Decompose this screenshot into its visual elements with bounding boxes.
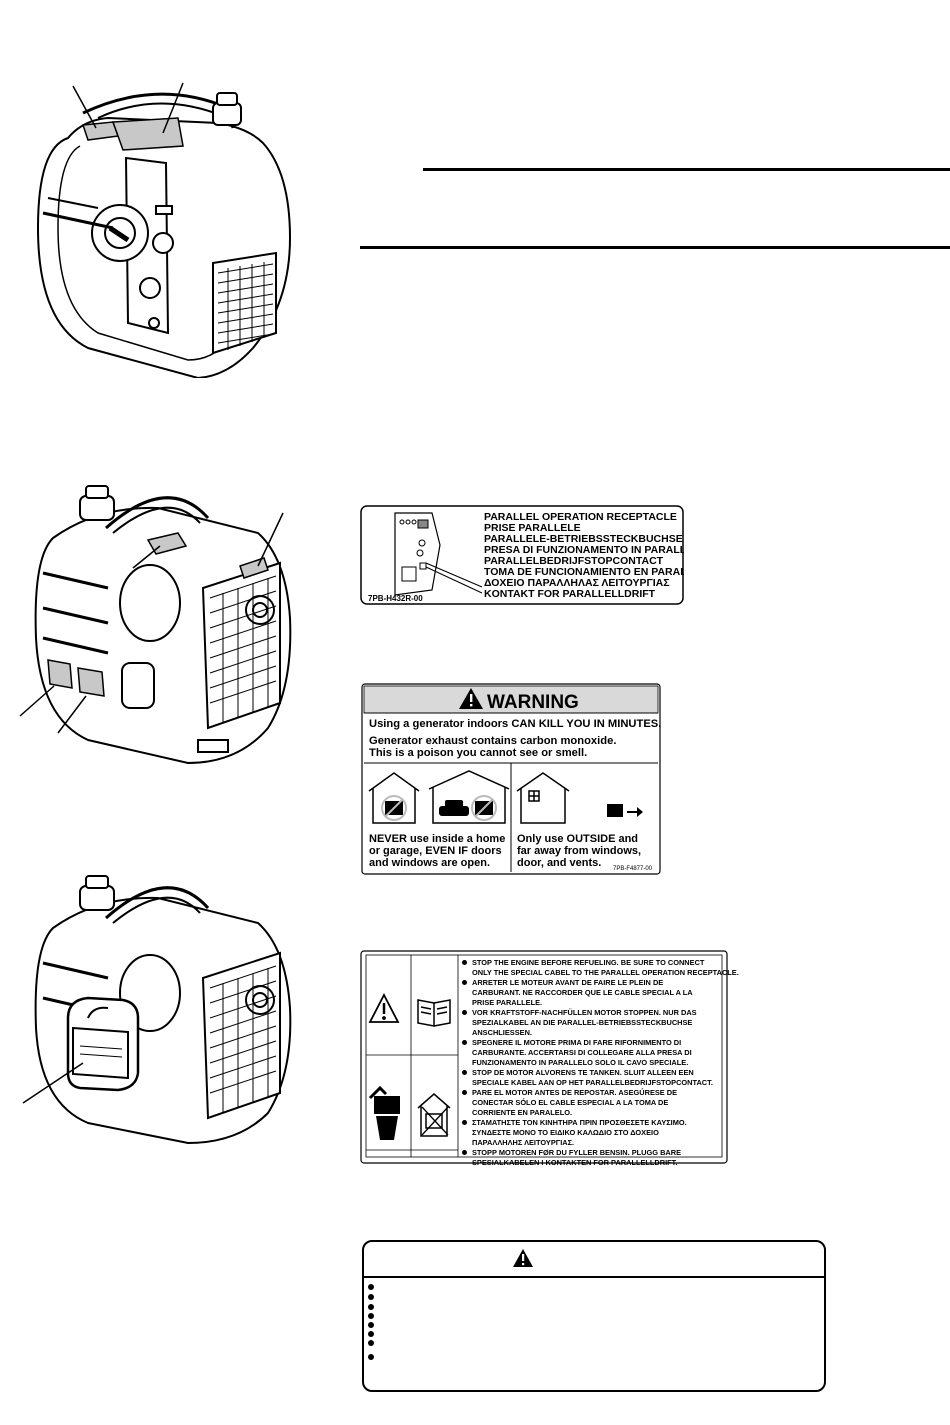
parallel-line: TOMA DE FUNCIONAMIENTO EN PARALELO: [484, 566, 684, 578]
generator-garage-icon: [471, 795, 497, 821]
label-marker-a: [81, 121, 120, 141]
outside-text: Only use OUTSIDE and: [517, 833, 638, 845]
co-warning-label: WARNING Using a generator indoors CAN KI…: [361, 683, 661, 875]
refuel-line: PRISE PARALLELE.: [472, 998, 543, 1007]
caution-bullet-icon: [368, 1284, 374, 1290]
refuel-line: STOP DE MOTOR ALVORENS TE TANKEN. SLUIT …: [472, 1068, 694, 1077]
bullet-icon: [462, 1090, 467, 1095]
refuel-line: ARRETER LE MOTEUR AVANT DE FAIRE LE PLEI…: [472, 978, 664, 987]
parallel-line: PARALLELBEDRIJFSTOPCONTACT: [484, 555, 664, 567]
parallel-line: PARALLELE-BETRIEBSSTECKBUCHSE: [484, 533, 683, 545]
parallel-line: ΔΟΧΕΙΟ ΠΑΡΑΛΛΗΛΑΣ ΛΕΙΤΟΥΡΓΙΑΣ: [484, 577, 670, 589]
refuel-line: STOPP MOTOREN FØR DU FYLLER BENSIN. PLUG…: [472, 1148, 682, 1157]
heading-rule-top: [423, 168, 950, 171]
bullet-icon: [462, 960, 467, 965]
co-warning-code: 7PB-F4877-00: [613, 866, 653, 872]
refuel-item: ΣΤΑΜΑΤΗΣΤΕ ΤΟΝ ΚΙΝΗΤΗΡΑ ΠΡΙΝ ΠΡΟΣΘΕΣΕΤΕ …: [462, 1118, 724, 1148]
refuel-line: CONECTAR SÓLO EL CABLE ESPECIAL A LA TOM…: [472, 1098, 669, 1107]
never-text: and windows are open.: [369, 857, 490, 869]
parallel-receptacle-label: 7PB-H432R-00 PARALLEL OPERATION RECEPTAC…: [360, 505, 684, 605]
warning-triangle-icon: [459, 688, 483, 709]
warning-line-1: Using a generator indoors CAN KILL YOU I…: [369, 718, 661, 730]
generator-front-illustration: [36, 82, 292, 378]
bullet-icon: [462, 1150, 467, 1155]
parallel-line: PARALLEL OPERATION RECEPTACLE: [484, 511, 677, 523]
refuel-item: STOPP MOTOREN FØR DU FYLLER BENSIN. PLUG…: [462, 1148, 724, 1168]
refuel-item: STOP DE MOTOR ALVORENS TE TANKEN. SLUIT …: [462, 1068, 724, 1088]
label-marker-d: [239, 557, 269, 579]
parallel-line: PRESA DI FUNZIONAMENTO IN PARALLELO: [484, 544, 684, 556]
refuel-line: ONLY THE SPECIAL CABEL TO THE PARALLEL O…: [472, 968, 739, 977]
caution-bullet-icon: [368, 1340, 374, 1346]
refuel-line: SPESIALKABELEN I KONTAKTEN FOR PARALLELL…: [472, 1158, 678, 1167]
refuel-item: PARE EL MOTOR ANTES DE REPOSTAR. ASEGÚRE…: [462, 1088, 724, 1118]
generator-side-illustration: [19, 485, 292, 765]
refuel-line: SPEGNERE IL MOTORE PRIMA DI FARE RIFORNI…: [472, 1038, 682, 1047]
refuel-line: CORRIENTE EN PARALELO.: [472, 1108, 573, 1117]
refuel-line: ΠΑΡΑΛΛΗΛΗΣ ΛΕΙΤΟΥΡΓΙΑΣ.: [472, 1138, 575, 1147]
caution-bullet-icon: [368, 1313, 374, 1319]
parallel-line: KONTAKT FOR PARALLELLDRIFT: [484, 588, 656, 600]
manual-book-icon: [417, 999, 451, 1027]
heading-rule-bottom: [360, 246, 950, 249]
refuel-item: VOR KRAFTSTOFF-NACHFÜLLEN MOTOR STOPPEN.…: [462, 1008, 724, 1038]
bullet-icon: [462, 1120, 467, 1125]
refuel-line: VOR KRAFTSTOFF-NACHFÜLLEN MOTOR STOPPEN.…: [472, 1008, 697, 1017]
warning-line-2: Generator exhaust contains carbon monoxi…: [369, 735, 616, 747]
refuel-line: FUNZIONAMENTO IN PARALLELO SOLO IL CAVO …: [472, 1058, 689, 1067]
refuel-line: CARBURANT. NE RACCORDER QUE LE CABLE SPE…: [472, 988, 693, 997]
refuel-line: ANSCHLIESSEN.: [472, 1028, 532, 1037]
refuel-line: CARBURANTE. ACCERTARSI DI COLLEGARE ALLA…: [472, 1048, 692, 1057]
caution-header: [364, 1242, 824, 1278]
car-icon: [439, 800, 469, 816]
warning-header: WARNING: [487, 692, 579, 713]
label-marker-b: [111, 117, 184, 151]
refuel-item: ARRETER LE MOTEUR AVANT DE FAIRE LE PLEI…: [462, 978, 724, 1008]
refuel-line: ΣΤΑΜΑΤΗΣΤΕ ΤΟΝ ΚΙΝΗΤΗΡΑ ΠΡΙΝ ΠΡΟΣΘΕΣΕΤΕ …: [472, 1118, 687, 1127]
caution-bullet-icon: [368, 1322, 374, 1328]
label-marker-e: [47, 659, 73, 689]
warning-line-3: This is a poison you cannot see or smell…: [369, 747, 587, 759]
caution-bullet-icon: [368, 1354, 374, 1360]
house-icon: [368, 772, 420, 824]
refuel-label: [360, 950, 728, 1164]
refuel-line: SPECIALE KABEL AAN OP HET PARALLELBEDRIJ…: [472, 1078, 713, 1087]
refuel-line: SPEZIALKABEL AN DIE PARALLEL-BETRIEBSSTE…: [472, 1018, 693, 1027]
refuel-line: ΣΥΝΔΕΣΤΕ ΜΟΝΟ ΤΟ ΕΙΔΙΚΟ ΚΑΛΩΔΙΟ ΣΤΟ ΔΟΧΕ…: [472, 1128, 659, 1137]
refuel-item: SPEGNERE IL MOTORE PRIMA DI FARE RIFORNI…: [462, 1038, 724, 1068]
garage-icon: [428, 770, 510, 824]
caution-bullet-icon: [368, 1304, 374, 1310]
bullet-icon: [462, 1070, 467, 1075]
caution-triangle-icon: [368, 993, 400, 1023]
refuel-item: STOP THE ENGINE BEFORE REFUELING. BE SUR…: [462, 958, 739, 978]
parallel-line: PRISE PARALLELE: [484, 522, 581, 534]
refuel-line: PARE EL MOTOR ANTES DE REPOSTAR. ASEGÚRE…: [472, 1088, 678, 1097]
caution-bullet-icon: [368, 1294, 374, 1300]
bullet-icon: [462, 1040, 467, 1045]
label-marker-f: [77, 667, 105, 697]
no-indoor-house-icon: [417, 1093, 451, 1137]
never-text: NEVER use inside a home: [369, 833, 505, 845]
bullet-icon: [462, 980, 467, 985]
parallel-label-code: 7PB-H432R-00: [368, 594, 423, 603]
house-outside-icon: [516, 772, 570, 824]
caution-header-icon: [513, 1249, 533, 1267]
parallel-label-lines: PARALLEL OPERATION RECEPTACLE PRISE PARA…: [484, 511, 684, 600]
outside-text: far away from windows,: [517, 845, 641, 857]
caution-bullet-icon: [368, 1331, 374, 1337]
generator-panel-illustration: [22, 875, 292, 1145]
generator-outside-icon: [607, 804, 643, 817]
refuel-line: STOP THE ENGINE BEFORE REFUELING. BE SUR…: [472, 958, 705, 967]
bullet-icon: [462, 1010, 467, 1015]
refuel-text-block: STOP THE ENGINE BEFORE REFUELING. BE SUR…: [462, 958, 739, 1168]
stop-engine-hand-icon: [368, 1085, 400, 1140]
caution-box: [362, 1240, 826, 1392]
outside-text: door, and vents.: [517, 857, 601, 869]
generator-indoor-icon: [381, 795, 407, 821]
never-text: or garage, EVEN IF doors: [369, 845, 502, 857]
